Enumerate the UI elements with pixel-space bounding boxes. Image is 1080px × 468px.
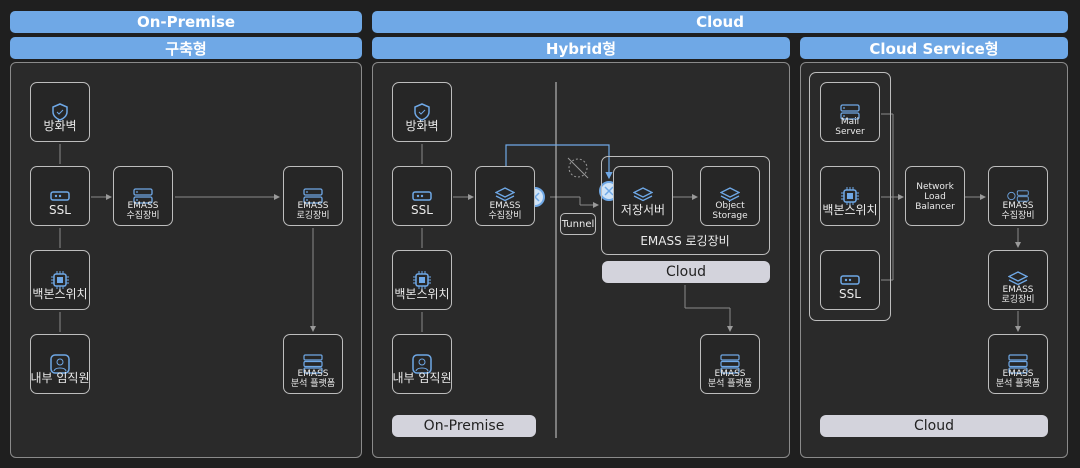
hybrid-collector-box (475, 166, 535, 226)
cs-ssl-box (820, 250, 880, 310)
server-icon (1007, 185, 1029, 207)
ssl-icon (411, 185, 433, 207)
logger-box (283, 166, 343, 226)
user-icon (411, 353, 433, 375)
storage-server-label: 저장서버 (620, 203, 666, 217)
hybrid-staff-box (392, 334, 452, 394)
hybrid-cloud-pill: Cloud (602, 261, 770, 283)
cs-logger-label: EMASS 로깅장비 (1001, 285, 1035, 305)
server-icon (132, 185, 154, 207)
firewall-box (30, 82, 90, 142)
header-build-type: 구축형 (10, 37, 362, 59)
header-on-premise: On-Premise (10, 11, 362, 33)
hybrid-ssl-box (392, 166, 452, 226)
mail-server-box (820, 82, 880, 142)
layers-icon (719, 185, 741, 207)
layers-icon (1007, 269, 1029, 291)
logging-group (601, 156, 770, 255)
staff-box (30, 334, 90, 394)
collector-box (113, 166, 173, 226)
cs-backbone-label: 백본스위치 (822, 203, 878, 217)
staff-label: 내부 임직원 (30, 371, 90, 385)
shield-icon (411, 101, 433, 123)
logger-label: EMASS 로깅장비 (296, 201, 330, 221)
cs-collector-label: EMASS 수집장비 (1001, 201, 1035, 221)
header-cloud: Cloud (372, 11, 1068, 33)
hybrid-analyzer-box (700, 334, 760, 394)
ssl-icon (839, 269, 861, 291)
ssl-box (30, 166, 90, 226)
cs-ssl-label: SSL (839, 287, 861, 301)
cs-analyzer-label: EMASS 분석 플랫폼 (995, 369, 1041, 389)
firewall-label: 방화벽 (43, 119, 77, 133)
chip-icon (49, 269, 71, 291)
analyzer-box (283, 334, 343, 394)
server-stack-icon (302, 353, 324, 375)
backbone-switch-box (30, 250, 90, 310)
nlb-label: Network Load Balancer (915, 182, 955, 212)
hybrid-backbone-label: 백본스위치 (394, 287, 450, 301)
layers-icon (632, 185, 654, 207)
backbone-switch-label: 백본스위치 (32, 287, 88, 301)
hybrid-collector-label: EMASS 수집장비 (488, 201, 522, 221)
mail-server-label: Mail Server (835, 117, 865, 137)
server-icon (839, 101, 861, 123)
layers-icon (494, 185, 516, 207)
hybrid-onprem-pill: On-Premise (392, 415, 536, 437)
hybrid-firewall-box (392, 82, 452, 142)
server-icon (302, 185, 324, 207)
chip-icon (839, 185, 861, 207)
logging-group-label: EMASS 로깅장비 (640, 234, 730, 248)
header-hybrid-type: Hybrid형 (372, 37, 790, 59)
hybrid-analyzer-label: EMASS 분석 플랫폼 (707, 369, 753, 389)
header-cloud-service-type: Cloud Service형 (800, 37, 1068, 59)
hybrid-staff-label: 내부 임직원 (392, 371, 452, 385)
object-storage-label: Object Storage (712, 201, 748, 221)
hybrid-firewall-label: 방화벽 (405, 119, 439, 133)
user-icon (49, 353, 71, 375)
shield-icon (49, 101, 71, 123)
object-storage-box (700, 166, 760, 226)
ssl-icon (49, 185, 71, 207)
cs-analyzer-box (988, 334, 1048, 394)
collector-label: EMASS 수집장비 (126, 201, 160, 221)
cs-cloud-pill: Cloud (820, 415, 1048, 437)
cs-backbone-box (820, 166, 880, 226)
cs-collector-box (988, 166, 1048, 226)
server-stack-icon (1007, 353, 1029, 375)
analyzer-label: EMASS 분석 플랫폼 (290, 369, 336, 389)
hybrid-backbone-box (392, 250, 452, 310)
nlb-box (905, 166, 965, 226)
cloud-service-input-group (809, 72, 891, 321)
tunnel-badge: Tunnel (560, 213, 596, 235)
chip-icon (411, 269, 433, 291)
storage-server-box (613, 166, 673, 226)
cs-logger-box (988, 250, 1048, 310)
server-stack-icon (719, 353, 741, 375)
ssl-label: SSL (49, 203, 71, 217)
hybrid-ssl-label: SSL (411, 203, 433, 217)
